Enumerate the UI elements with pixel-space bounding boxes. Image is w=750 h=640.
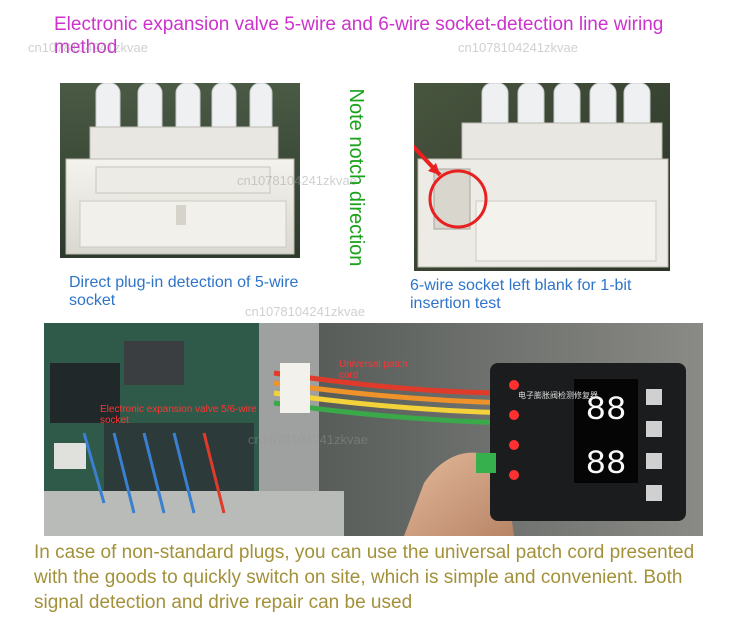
- watermark: cn1078104241zkvae: [248, 432, 368, 447]
- svg-text:88: 88: [586, 446, 627, 484]
- device-label: 电子膨胀阀检测修复器: [518, 391, 598, 400]
- valve-socket-label: Electronic expansion valve 5/6-wire sock…: [100, 404, 257, 426]
- five-wire-caption: Direct plug-in detection of 5-wire socke…: [69, 274, 299, 309]
- description-text: In case of non-standard plugs, you can u…: [34, 542, 695, 613]
- svg-text:88: 88: [586, 392, 627, 430]
- watermark: cn1078104241zkvae: [28, 40, 148, 55]
- patch-cord-label: Universal patch cord: [339, 359, 408, 381]
- six-wire-socket-photo: [414, 83, 670, 271]
- patch-cord-photo: 88 88: [44, 323, 703, 536]
- watermark: cn1078104241zkvae: [237, 173, 357, 188]
- watermark: cn1078104241zkvae: [458, 40, 578, 55]
- six-wire-caption: 6-wire socket left blank for 1-bit inser…: [410, 277, 632, 312]
- five-wire-socket-photo: [60, 83, 300, 258]
- page-title: Electronic expansion valve 5-wire and 6-…: [54, 14, 664, 58]
- watermark: cn1078104241zkvae: [245, 304, 365, 319]
